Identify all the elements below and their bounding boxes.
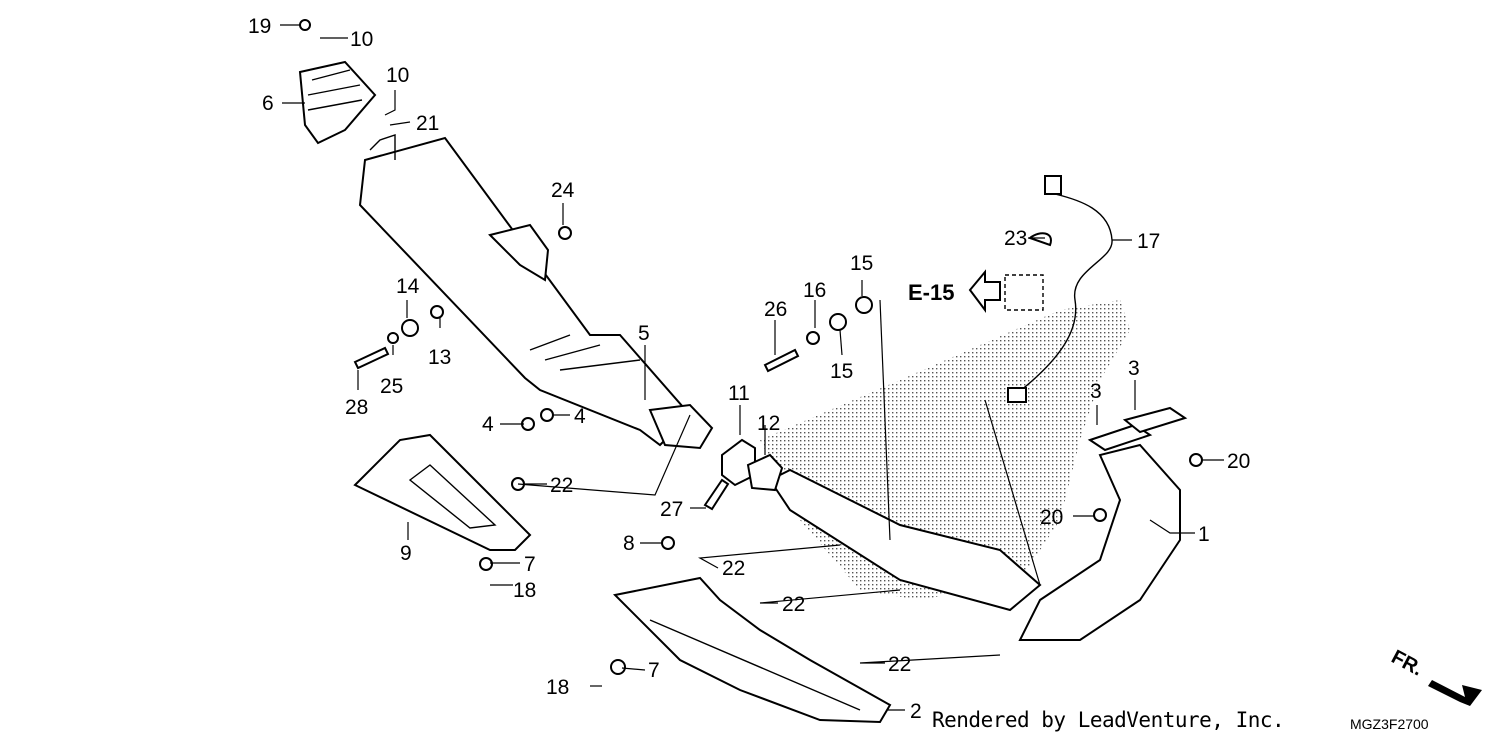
callout-18: 18 bbox=[513, 579, 536, 602]
callout-11: 11 bbox=[728, 382, 750, 405]
callout-19: 19 bbox=[248, 15, 271, 38]
callout-6: 6 bbox=[262, 92, 274, 115]
callout-22: 22 bbox=[550, 474, 573, 497]
reference-arrow bbox=[968, 269, 1044, 313]
lower-heat-shield bbox=[612, 576, 892, 724]
callout-20: 20 bbox=[1227, 450, 1250, 473]
front-arrow-icon bbox=[1428, 680, 1482, 706]
callout-22: 22 bbox=[782, 593, 805, 616]
oxygen-sensor bbox=[1007, 175, 1113, 403]
callout-15: 15 bbox=[830, 360, 853, 383]
callout-27: 27 bbox=[660, 498, 683, 521]
fasteners bbox=[299, 19, 1203, 675]
diagram-code: MGZ3F2700 bbox=[1350, 716, 1429, 732]
callout-24: 24 bbox=[551, 179, 575, 202]
muffler bbox=[358, 134, 714, 450]
callout-4: 4 bbox=[574, 405, 586, 428]
callout-26: 26 bbox=[764, 298, 787, 321]
callout-20: 20 bbox=[1040, 506, 1063, 529]
reference-label: E-15 bbox=[908, 280, 954, 305]
callout-22: 22 bbox=[888, 653, 911, 676]
callout-23: 23 bbox=[1004, 227, 1027, 250]
callout-15: 15 bbox=[850, 252, 873, 275]
callout-9: 9 bbox=[400, 542, 412, 565]
callout-7: 7 bbox=[648, 659, 660, 682]
muffler-heat-shield bbox=[353, 433, 532, 551]
callout-4: 4 bbox=[482, 413, 494, 436]
leader-lines bbox=[280, 24, 1224, 711]
muffler-end-cap bbox=[298, 60, 377, 145]
callout-3: 3 bbox=[1128, 357, 1140, 380]
callout-5: 5 bbox=[638, 322, 650, 345]
callout-22: 22 bbox=[722, 557, 745, 580]
callout-25: 25 bbox=[380, 375, 403, 398]
callout-1: 1 bbox=[1198, 523, 1210, 546]
callout-13: 13 bbox=[428, 346, 451, 369]
callout-7: 7 bbox=[524, 553, 536, 576]
callout-10: 10 bbox=[350, 28, 373, 51]
callout-numbers: 1 2 3 3 4 4 5 6 7 7 8 9 10 10 11 12 13 1… bbox=[248, 15, 1250, 723]
joint-gasket bbox=[721, 438, 784, 492]
callout-17: 17 bbox=[1137, 230, 1160, 253]
callout-8: 8 bbox=[623, 532, 635, 555]
callout-10: 10 bbox=[386, 64, 409, 87]
callout-18: 18 bbox=[546, 676, 569, 699]
credit-text: Rendered by LeadVenture, Inc. bbox=[932, 708, 1285, 732]
callout-21: 21 bbox=[416, 112, 439, 135]
callout-2: 2 bbox=[910, 700, 922, 723]
callout-12: 12 bbox=[757, 412, 780, 435]
callout-14: 14 bbox=[396, 275, 420, 298]
callout-16: 16 bbox=[803, 279, 826, 302]
callout-28: 28 bbox=[345, 396, 368, 419]
callout-3: 3 bbox=[1090, 380, 1102, 403]
